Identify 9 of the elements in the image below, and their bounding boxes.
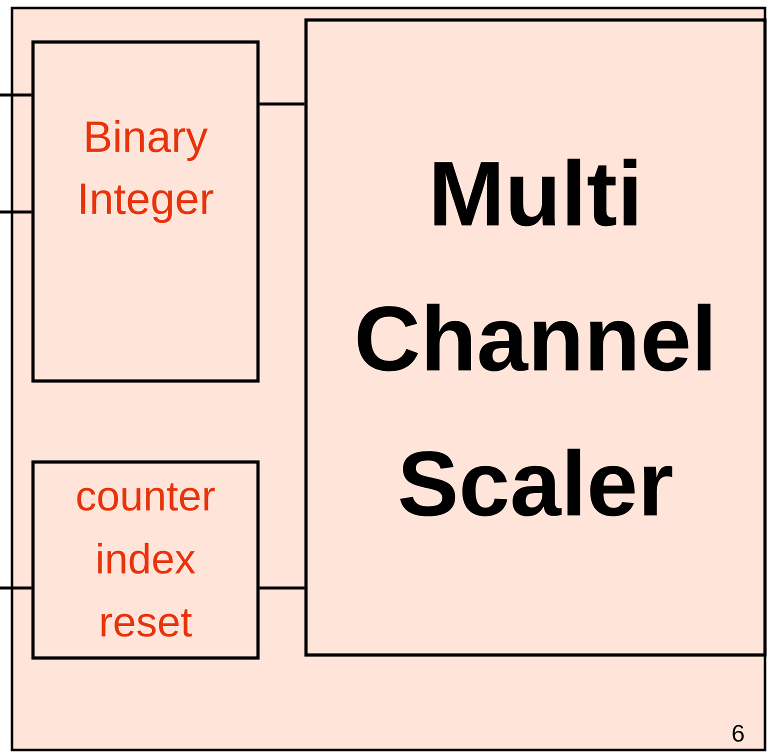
process-box: Binary Integer xyxy=(31,40,260,383)
connector-line xyxy=(260,586,304,590)
process-box: counter index reset xyxy=(31,460,260,660)
connector-line xyxy=(0,586,32,590)
connector-line xyxy=(260,102,304,106)
connector-line xyxy=(0,210,32,214)
scaler-box: Multi Channel Scaler xyxy=(304,18,767,657)
page-number: 6 xyxy=(732,724,744,742)
connector-line xyxy=(0,94,32,96)
